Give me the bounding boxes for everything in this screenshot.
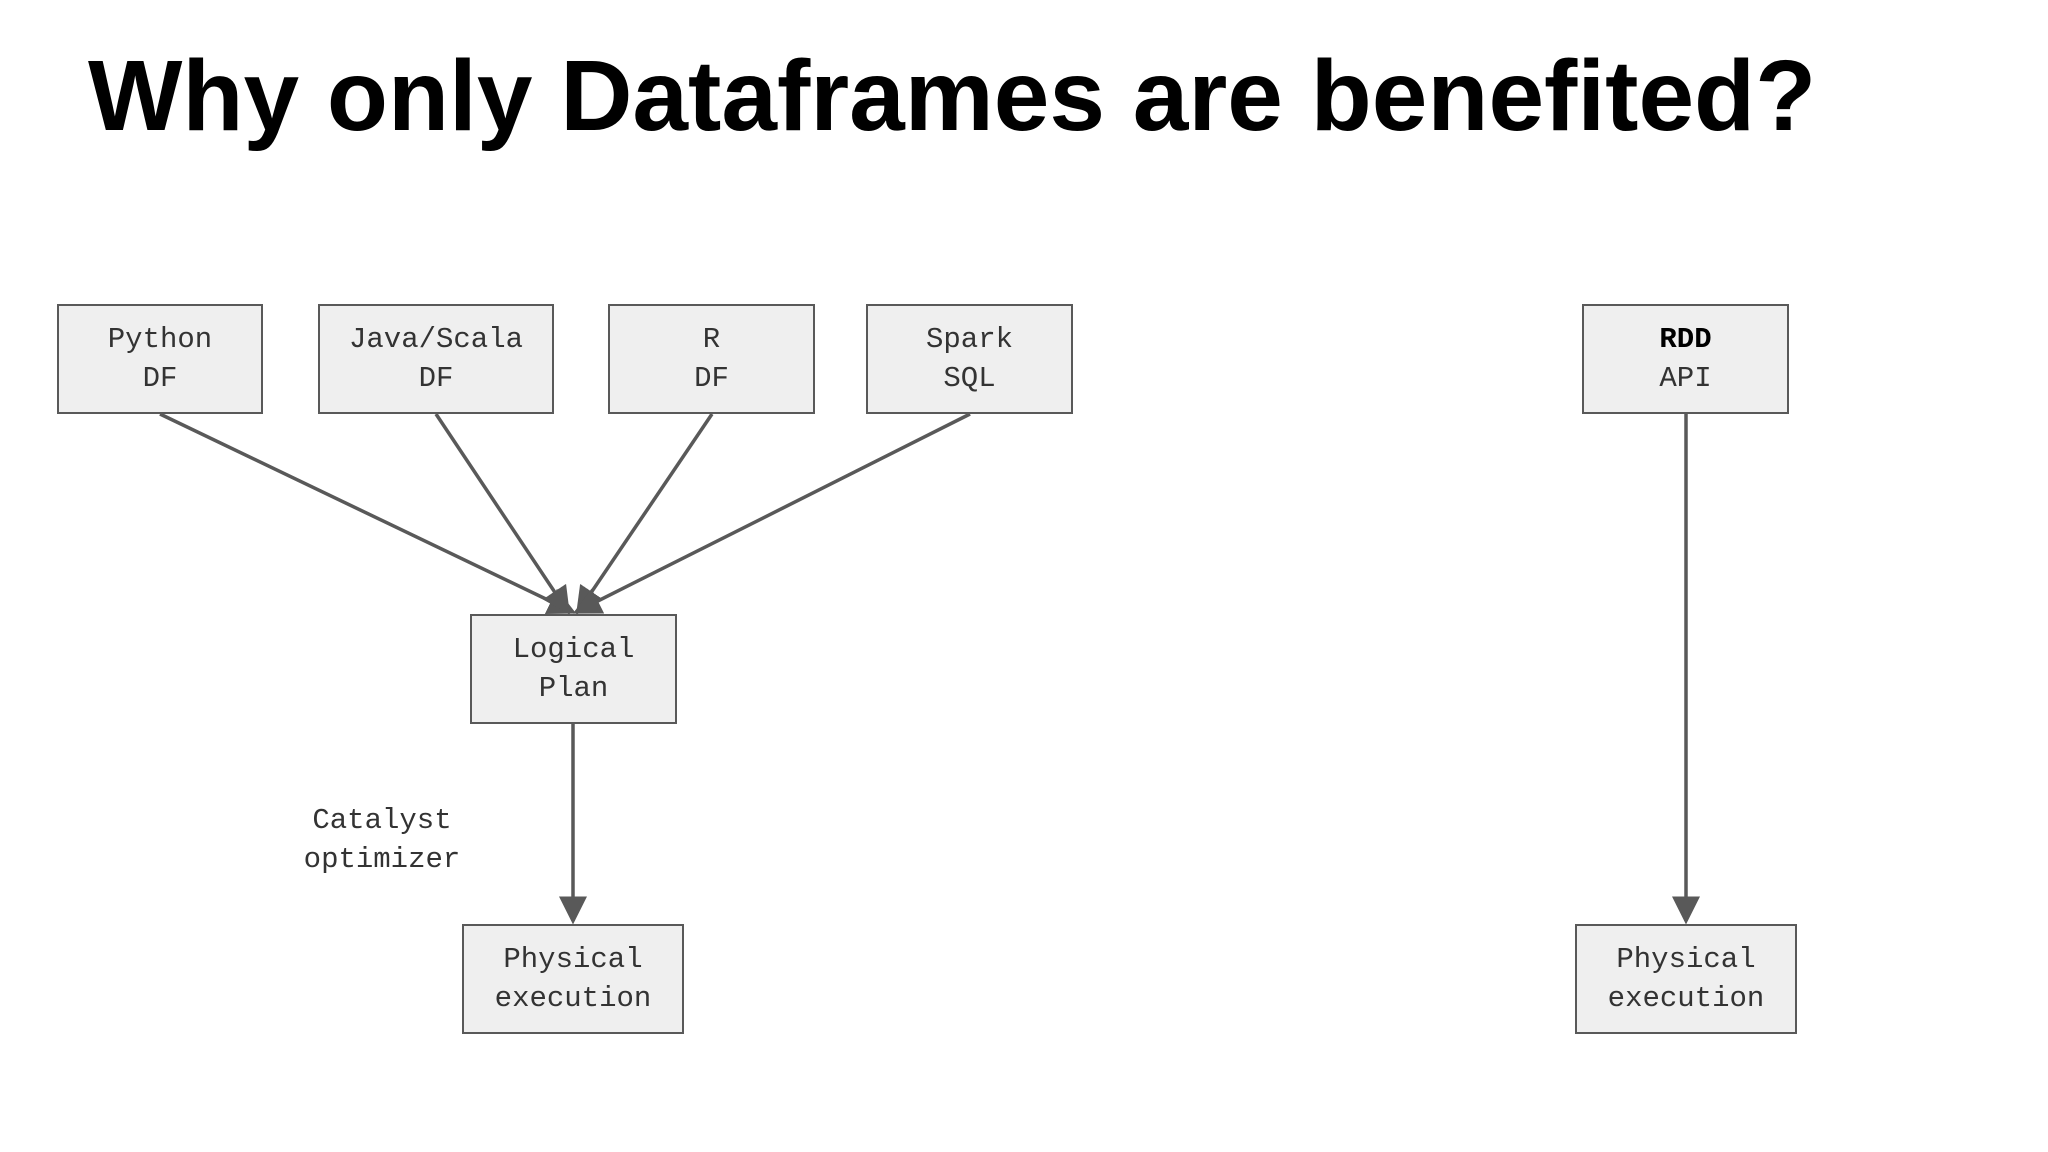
node-spark-sql: Spark SQL — [866, 304, 1073, 414]
node-rdd-api-line1: RDD — [1659, 323, 1712, 356]
node-java-scala-df-line1: Java/Scala — [348, 323, 524, 356]
node-physical-execution-rdd: Physical execution — [1575, 924, 1797, 1034]
node-physical-execution-rdd-line1: Physical — [1616, 943, 1756, 976]
node-python-df-line2: DF — [142, 362, 178, 395]
catalyst-optimizer-label: Catalyst optimizer — [282, 801, 482, 879]
node-logical-plan: Logical Plan — [470, 614, 677, 724]
node-python-df-line1: Python — [107, 323, 213, 356]
edge-spark-to-logical — [572, 412, 971, 614]
slide-title: Why only Dataframes are benefited? — [88, 40, 1817, 152]
edge-r-to-logical — [576, 413, 714, 615]
node-java-scala-df-line2: DF — [418, 362, 454, 395]
node-physical-execution-rdd-line2: execution — [1607, 982, 1765, 1015]
catalyst-optimizer-label-line2: optimizer — [303, 843, 461, 876]
node-spark-sql-line2: SQL — [943, 362, 996, 395]
node-rdd-api-line2: API — [1659, 362, 1712, 395]
node-java-scala-df: Java/Scala DF — [318, 304, 554, 414]
node-physical-execution-df-line1: Physical — [503, 943, 643, 976]
node-logical-plan-line1: Logical — [512, 633, 635, 666]
node-r-df-line1: R — [702, 323, 721, 356]
node-rdd-api: RDD API — [1582, 304, 1789, 414]
node-physical-execution-df: Physical execution — [462, 924, 684, 1034]
edge-python-to-logical — [159, 412, 577, 615]
node-r-df: R DF — [608, 304, 815, 414]
node-python-df: Python DF — [57, 304, 263, 414]
catalyst-optimizer-label-line1: Catalyst — [312, 804, 452, 837]
node-spark-sql-line1: Spark — [925, 323, 1013, 356]
node-physical-execution-df-line2: execution — [494, 982, 652, 1015]
node-logical-plan-line2: Plan — [538, 672, 609, 705]
node-r-df-line2: DF — [694, 362, 729, 395]
edge-java-to-logical — [434, 413, 570, 615]
